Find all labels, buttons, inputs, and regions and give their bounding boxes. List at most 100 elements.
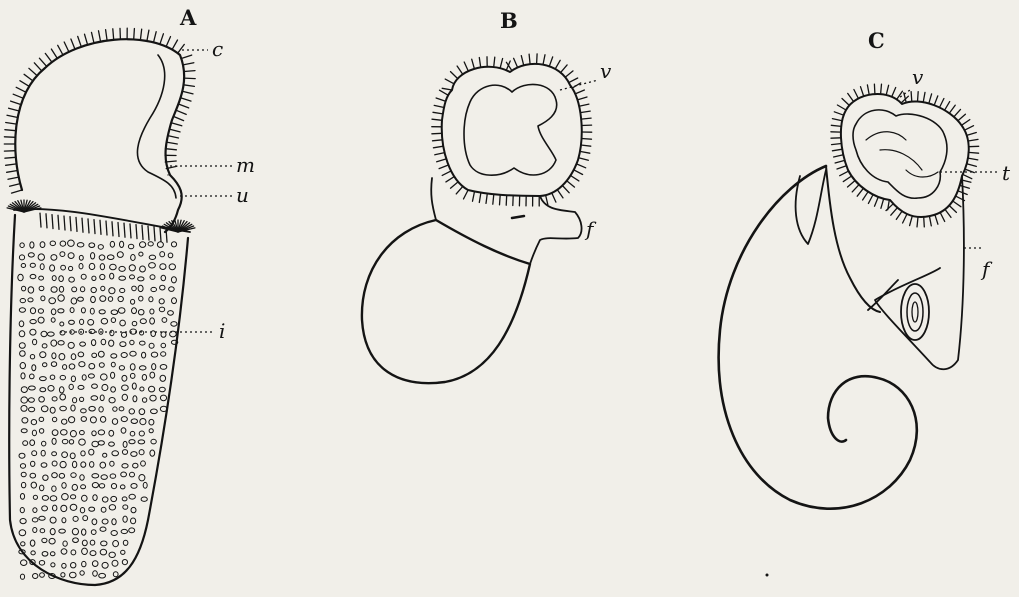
granule xyxy=(69,417,75,423)
cilium xyxy=(184,85,195,87)
cilium xyxy=(160,34,164,44)
granule xyxy=(139,252,143,256)
collar-bristle xyxy=(118,223,119,237)
panel-b-label: B xyxy=(500,8,518,33)
panel-b-label-v: v xyxy=(600,59,612,83)
granule xyxy=(92,431,96,436)
granule xyxy=(41,331,47,336)
granule xyxy=(123,505,128,509)
cilium xyxy=(892,88,896,97)
cilium xyxy=(436,98,446,101)
granule xyxy=(149,429,153,433)
granule xyxy=(51,563,55,567)
granule xyxy=(33,495,37,499)
panel-a-collar-bristles xyxy=(7,200,195,242)
granule xyxy=(120,320,126,326)
cilium xyxy=(92,32,95,43)
granule xyxy=(59,529,66,533)
cilium xyxy=(562,186,569,193)
cilium xyxy=(437,159,447,162)
cilium xyxy=(172,40,177,50)
granule xyxy=(62,439,68,443)
cilium xyxy=(442,88,452,90)
cilium xyxy=(924,217,925,227)
granule xyxy=(111,318,115,323)
cilium xyxy=(840,171,849,176)
granule xyxy=(21,482,25,487)
granule xyxy=(139,431,144,436)
granule xyxy=(70,431,76,437)
cilium xyxy=(875,197,879,206)
granule xyxy=(71,473,76,478)
granule xyxy=(99,363,104,368)
panel-c-cilia xyxy=(831,84,979,227)
cilium xyxy=(7,171,18,173)
cilium xyxy=(29,68,37,75)
cilium xyxy=(434,105,444,107)
cilium xyxy=(968,139,978,141)
cilium xyxy=(479,193,481,203)
cilium xyxy=(493,194,494,204)
granule xyxy=(110,330,114,335)
granule xyxy=(21,397,28,403)
granule xyxy=(62,483,66,489)
cilium xyxy=(852,185,859,192)
panel-a-label-u: u xyxy=(236,183,249,207)
granule xyxy=(47,332,54,336)
cilium xyxy=(51,49,57,58)
granule xyxy=(52,452,57,456)
cilium xyxy=(565,71,573,77)
granule xyxy=(60,252,65,257)
granule xyxy=(99,484,104,488)
granule xyxy=(21,406,27,412)
granule xyxy=(121,529,127,533)
granule xyxy=(62,563,66,568)
granule xyxy=(72,484,77,490)
granule xyxy=(28,253,34,257)
granule xyxy=(40,485,44,491)
granule xyxy=(109,398,115,403)
cilium xyxy=(861,87,864,97)
granule xyxy=(131,419,137,424)
granule xyxy=(102,519,108,524)
granule xyxy=(113,572,118,577)
cilium xyxy=(581,145,591,146)
granule xyxy=(130,431,135,436)
granule xyxy=(69,277,75,282)
granule xyxy=(133,463,138,468)
granule xyxy=(139,296,143,301)
granule xyxy=(42,344,47,348)
granule xyxy=(61,265,66,270)
granule xyxy=(42,552,48,557)
granule xyxy=(71,495,76,499)
granule xyxy=(93,571,98,576)
cilium xyxy=(494,57,495,67)
granule xyxy=(110,264,117,270)
granule xyxy=(89,507,95,511)
panel-a-label-m: m xyxy=(236,153,255,177)
cilium xyxy=(433,146,443,148)
cilium xyxy=(949,105,955,113)
cilium xyxy=(967,133,977,136)
cilium xyxy=(572,83,581,88)
granule xyxy=(83,516,88,521)
granule xyxy=(70,504,77,510)
panel-a-granules xyxy=(18,240,178,579)
granule xyxy=(39,397,45,402)
granule xyxy=(98,351,104,357)
cilium xyxy=(140,29,141,40)
cilium xyxy=(962,120,970,126)
granule xyxy=(149,343,154,348)
granule xyxy=(131,452,137,457)
granule xyxy=(80,571,84,575)
granule xyxy=(31,482,36,488)
granule xyxy=(99,407,103,412)
granule xyxy=(161,343,166,347)
cilium xyxy=(969,152,979,153)
granule xyxy=(131,299,135,304)
granule xyxy=(71,405,75,411)
collar-bristle xyxy=(82,218,83,232)
cilium xyxy=(897,91,903,99)
granule xyxy=(122,464,128,468)
granule xyxy=(99,255,105,260)
